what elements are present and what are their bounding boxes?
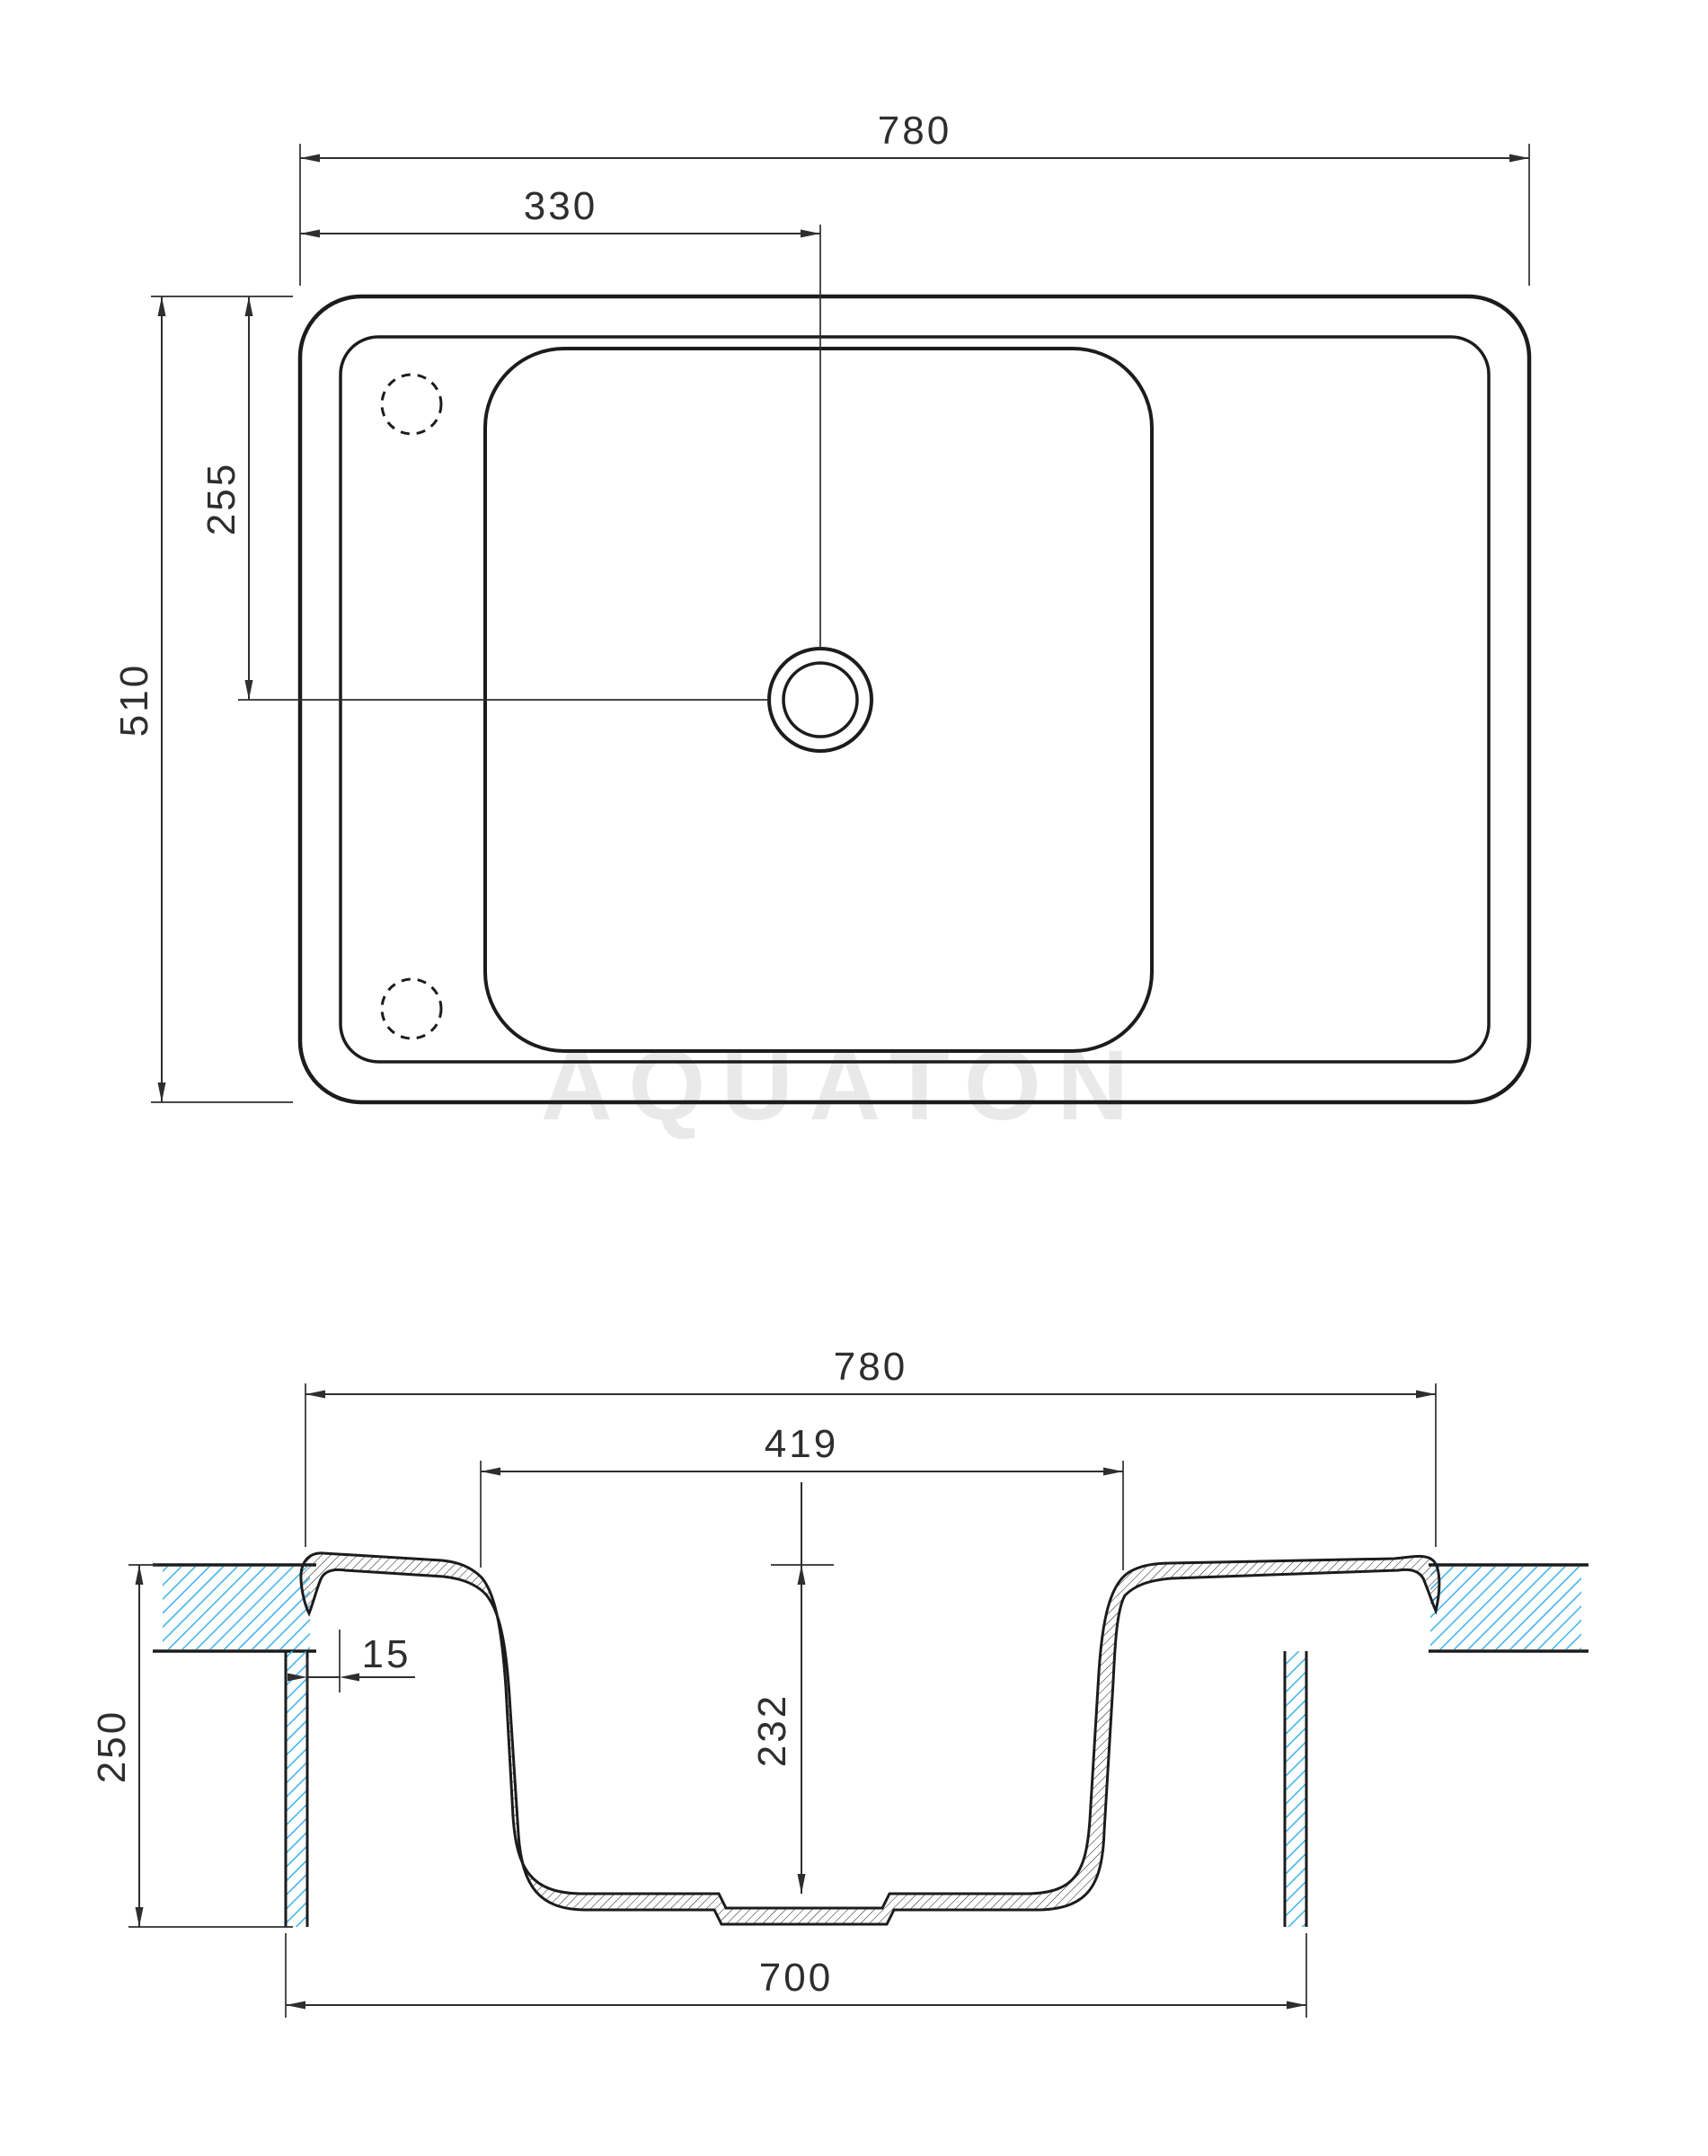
arrowhead (157, 1082, 166, 1102)
brand-watermark: AQUATON (541, 1030, 1145, 1141)
dim-label-base-width: 700 (759, 1956, 833, 2000)
arrowhead (135, 1907, 144, 1927)
arrowhead (1287, 2001, 1306, 2010)
dim-label-overall-depth: 510 (112, 663, 156, 737)
countertop-right (1429, 1563, 1589, 1653)
arrowhead (300, 154, 320, 163)
tap-hole-knockout-bottom (380, 977, 443, 1040)
dim-section-rim-overhang: 15 (288, 1630, 415, 1692)
dim-label-drain-offset-x: 330 (524, 184, 597, 228)
arrowhead (1103, 1467, 1123, 1476)
dim-label-section-overall-width: 780 (834, 1345, 907, 1389)
countertop-left-hatch (163, 1567, 310, 1649)
top-view: 780 330 510 255 (112, 109, 1532, 1105)
arrowhead (481, 1467, 500, 1476)
dim-section-mounting-depth: 250 (90, 1564, 293, 1928)
cabinet-wall-right (1283, 1651, 1308, 1927)
arrowhead (340, 1673, 359, 1682)
arrowhead (135, 1565, 144, 1585)
dim-top-drain-offset-x: 330 (300, 184, 821, 649)
arrowhead (801, 229, 820, 238)
arrowhead (797, 1874, 806, 1894)
tap-hole-knockout-top (380, 373, 443, 436)
section-view: 780 419 250 232 (90, 1345, 1589, 2018)
arrowhead (286, 2001, 305, 2010)
dim-label-bowl-depth: 232 (750, 1693, 794, 1767)
arrowhead (300, 229, 320, 238)
dim-label-bowl-width: 419 (765, 1422, 838, 1466)
arrowhead (1509, 154, 1529, 163)
dim-section-bowl-width: 419 (480, 1422, 1124, 1570)
cabinet-wall-right-hatch (1285, 1651, 1306, 1927)
sink-section-profile (299, 1551, 1441, 1926)
arrowhead (244, 296, 253, 316)
arrowhead (797, 1565, 806, 1585)
countertop-right-hatch (1430, 1567, 1581, 1649)
cabinet-wall-left-hatch (286, 1651, 307, 1927)
arrowhead (288, 1673, 307, 1682)
dim-label-drain-offset-y: 255 (199, 462, 243, 535)
arrowhead (1416, 1390, 1436, 1399)
dim-label-overall-width: 780 (878, 109, 951, 153)
dim-top-overall-width: 780 (299, 109, 1530, 286)
dim-top-overall-depth: 510 (112, 296, 293, 1103)
dim-section-overall-width: 780 (305, 1345, 1437, 1547)
cabinet-wall-left (284, 1651, 309, 1927)
dim-label-mounting-depth: 250 (90, 1710, 134, 1783)
countertop-left (153, 1563, 316, 1653)
dim-section-base-width: 700 (285, 1933, 1307, 2018)
dim-section-bowl-depth: 232 (750, 1482, 834, 1894)
dim-top-drain-offset-y: 255 (199, 296, 769, 701)
arrowhead (157, 296, 166, 316)
dim-label-rim-overhang: 15 (362, 1632, 412, 1676)
drain-inner-circle (782, 661, 859, 738)
arrowhead (244, 680, 253, 700)
arrowhead (305, 1390, 325, 1399)
